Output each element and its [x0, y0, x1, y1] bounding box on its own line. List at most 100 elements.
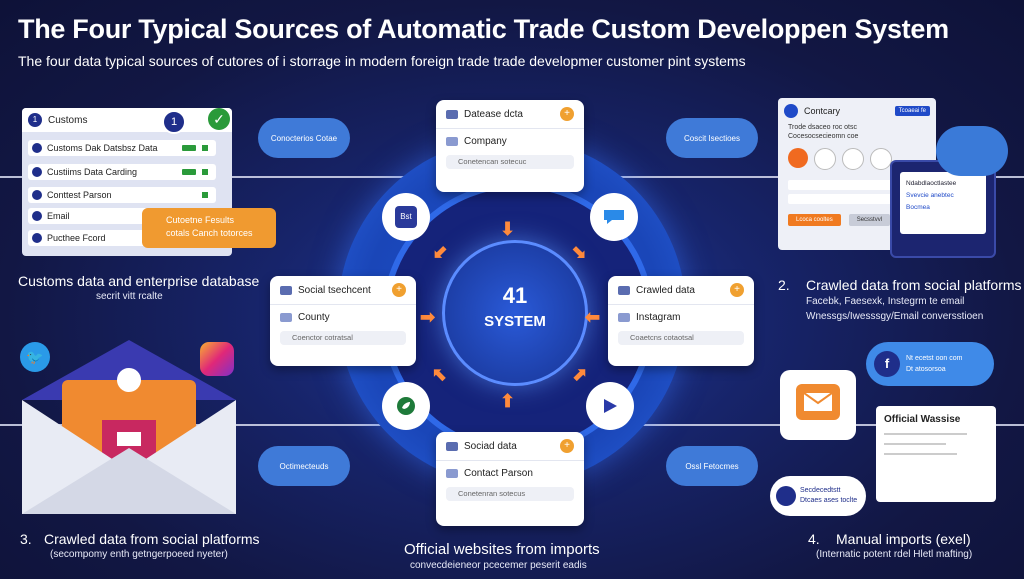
avatar [814, 148, 836, 170]
crm-input[interactable] [788, 180, 926, 190]
list-item[interactable]: Pucthee Fcord [28, 230, 148, 246]
instagram-icon[interactable] [200, 342, 234, 376]
card-database-data[interactable]: Datease dcta + Company Conetencan sotecuc [436, 100, 584, 192]
card-header: Social tsechcent [298, 284, 371, 296]
source-2-title: Crawled data from social platforms [806, 277, 1022, 293]
list-item[interactable]: Email [28, 208, 148, 224]
popup-line: Svevcie anebtec [906, 192, 954, 199]
source-2-subtitle: Wnessgs/Iwesssgy/Email conversstioen [806, 311, 984, 322]
divider [884, 453, 957, 455]
source-1-subtitle: secrit vitt rcalte [96, 291, 163, 302]
source-2-subtitle: Facebk, Faesexk, Instegrm te email [806, 296, 965, 307]
card-header: Crawled data [636, 284, 695, 296]
add-icon[interactable]: + [560, 439, 574, 453]
chat-icon [776, 486, 796, 506]
popup-line: Bocmea [906, 204, 930, 211]
card-row: Instagram [636, 312, 681, 323]
crm-button[interactable]: Tcoaeai fe [894, 106, 930, 116]
status-box [202, 169, 208, 175]
status-box [202, 192, 208, 198]
chat-bubble-icon [590, 193, 638, 241]
customs-badge: 1 [162, 110, 186, 134]
mail-icon [796, 384, 840, 420]
status-tag [182, 169, 196, 175]
source-4-subtitle: (Internatic potent rdel Hletl mafting) [816, 549, 973, 560]
core-label: SYSTEM [484, 313, 546, 330]
company-icon [446, 137, 458, 146]
crm-input[interactable] [788, 194, 926, 204]
avatar [842, 148, 864, 170]
customs-callout: Cutoetne Fesults cotals Canch totorces [142, 208, 276, 248]
card-social-data[interactable]: Sociad data+ Contact Parson Conetenran s… [436, 432, 584, 526]
country-icon [280, 313, 292, 322]
popup-card: Ndabdlaoctlastee Svevcie anebtec Bocmea [890, 160, 996, 258]
database-orb-icon: Bst [382, 193, 430, 241]
play-icon [586, 382, 634, 430]
source-3-number: 3. [20, 531, 32, 547]
bullet-icon [32, 167, 42, 177]
panel-header: Customs [48, 114, 88, 126]
bullet-icon [32, 190, 42, 200]
source-2-number: 2. [778, 277, 790, 293]
center-source-subtitle: convecdeieneor pcecemer peserit eadis [410, 560, 587, 571]
center-source-title: Official websites from imports [404, 541, 600, 558]
check-icon: ✓ [208, 108, 230, 130]
bullet-icon [32, 211, 42, 221]
orb-label: Bst [395, 206, 417, 228]
list-item[interactable]: Customs Dak Datsbsz Data [28, 140, 216, 156]
pill-bottom-right: Ossl Fetocmes [666, 446, 758, 486]
add-icon[interactable]: + [392, 283, 406, 297]
folder-icon [446, 441, 458, 451]
pill-top-right: Coscit Isectioes [666, 118, 758, 158]
arrow-right-icon: ➡ [420, 307, 436, 327]
list-item[interactable]: Conttest Parson [28, 187, 216, 203]
avatar [788, 148, 808, 168]
source-4-number: 4. [808, 531, 820, 547]
crm-orange-button[interactable]: Lcoca cooltes [788, 214, 841, 226]
facebook-icon[interactable]: f [874, 351, 900, 377]
card-crawled-data[interactable]: Crawled data+ Instagram Coaetcns cotaots… [608, 276, 754, 366]
status-tag [182, 145, 196, 151]
app-icon [784, 104, 798, 118]
leaf-icon [382, 382, 430, 430]
chat-bubble-bottom: Secdecedtstt Dtcaes ases toclte [770, 476, 866, 516]
card-field: Coenctor cotratsal [280, 331, 406, 345]
divider [884, 433, 968, 435]
card-row: Company [464, 136, 507, 147]
instagram-icon [618, 313, 630, 322]
step-badge: 1 [28, 113, 42, 127]
card-field: Conetenran sotecus [446, 487, 574, 501]
page-title: The Four Typical Sources of Automatic Tr… [18, 14, 949, 44]
divider [884, 443, 947, 445]
card-social-tech[interactable]: Social tsechcent + County Coenctor cotrat… [270, 276, 416, 366]
contact-icon [446, 469, 458, 478]
crm-line: Cocesocsecieomn coe [788, 133, 859, 140]
list-item[interactable]: Custiims Data Carding [28, 164, 216, 180]
official-site-card: Official Wassise [876, 406, 996, 502]
crm-line: Trode dsaceo roc otsc [788, 124, 857, 131]
crm-title: Contcary [804, 106, 841, 116]
message-bubble [780, 370, 856, 440]
popup-line: Ndabdlaoctlastee [906, 180, 957, 187]
customs-panel: 1 Customs Customs Dak Datsbsz Data Custii… [22, 108, 232, 256]
add-icon[interactable]: + [560, 107, 574, 121]
bullet-icon [32, 143, 42, 153]
source-4-title: Manual imports (exel) [836, 531, 971, 547]
card-field: Conetencan sotecuc [446, 155, 574, 169]
pill-top-left: Conocterios Cotae [258, 118, 350, 158]
facebook-pill: f Nt ecetst oon com Dt atosorsoa [866, 342, 994, 386]
core-number: 41 [502, 283, 528, 308]
avatar [870, 148, 892, 170]
pill-bottom-left: Octimecteuds [258, 446, 350, 486]
crm-grey-button[interactable]: Secsstvvl [848, 214, 891, 226]
page-subtitle: The four data typical sources of cutores… [18, 53, 746, 69]
card-header: Datease dcta [464, 108, 523, 120]
status-box [202, 145, 208, 151]
card-row: County [298, 312, 330, 323]
source-3-title: Crawled data from social platforms [44, 531, 260, 547]
twitter-icon[interactable]: 🐦 [20, 342, 50, 372]
arrow-down-icon: ⬇ [500, 219, 516, 239]
arrow-up-icon: ⬆ [500, 391, 516, 411]
add-icon[interactable]: + [730, 283, 744, 297]
system-core: 41 SYSTEM [442, 240, 588, 386]
